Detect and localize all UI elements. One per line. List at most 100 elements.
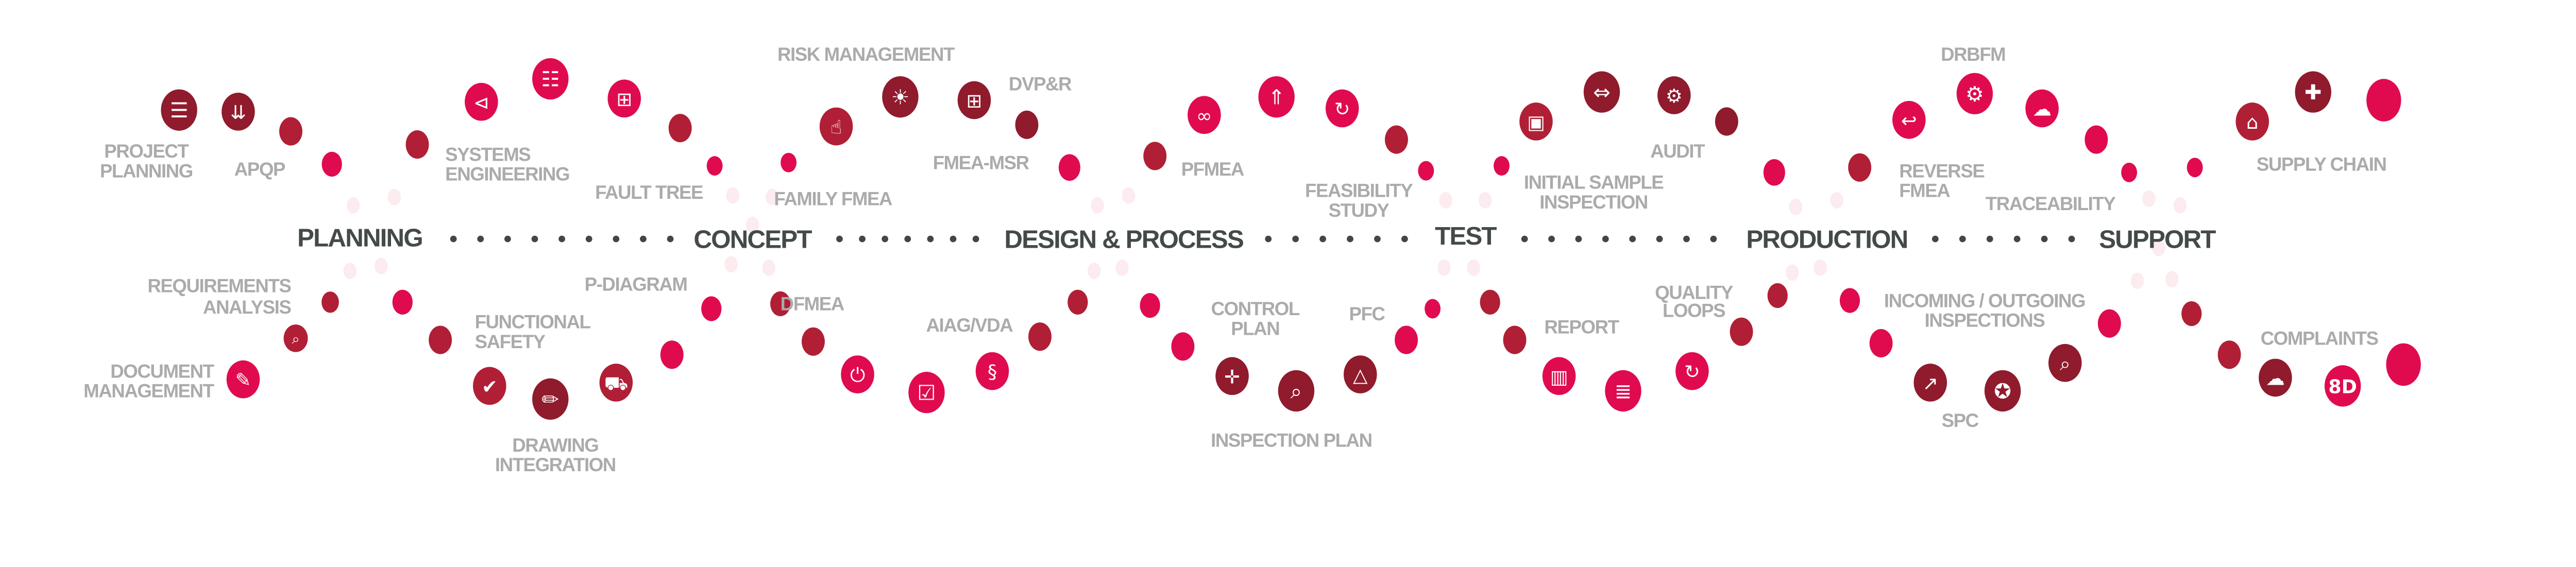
phase-production[interactable]: PRODUCTION [1746,225,1908,253]
node-circle[interactable] [1325,89,1359,128]
process-node[interactable]: ⇔ [1583,71,1620,113]
process-node[interactable]: ✏ [532,378,569,420]
process-node[interactable]: ▣ [1519,102,1553,141]
node-circle[interactable] [1913,364,1947,402]
faint-dot [2173,197,2187,214]
process-node[interactable]: ⊲ [465,82,498,121]
process-wave-diagram: ☰⇊⊲☷⊞☝☀⊞∞⇑↻▣⇔⚙↩⚙☁⌂✚⌕✎✔✏⛟⏻☑§✛⌕△▥≣↻↗✪⌕☁8D … [83,44,2421,475]
node-circle[interactable] [2295,71,2331,113]
process-node[interactable]: ☁ [2025,89,2059,128]
process-node[interactable]: ∞ [1188,96,1221,134]
node-circle[interactable] [283,324,308,352]
node-circle[interactable] [599,364,633,402]
faint-dot [1091,197,1104,214]
node-circle[interactable] [1605,370,1641,412]
node-circle[interactable] [1278,370,1315,412]
process-node[interactable]: ☰ [161,89,197,131]
process-node[interactable]: ⇑ [1258,76,1295,118]
process-node[interactable]: ⌂ [2235,102,2269,141]
node-circle[interactable] [2235,102,2269,141]
node-circle[interactable] [1657,76,1691,114]
node-circle[interactable] [161,89,197,131]
node-circle[interactable] [975,352,1009,390]
node-circle[interactable] [465,82,498,121]
node-circle[interactable] [908,371,945,414]
process-node[interactable]: ▥ [1542,357,1576,396]
process-node[interactable]: ≣ [1605,370,1641,412]
process-node[interactable]: ☀ [882,76,919,118]
process-node[interactable]: ☝ [819,107,853,146]
process-node[interactable]: ↻ [1675,352,1709,390]
process-node[interactable]: ✚ [2295,71,2331,113]
process-node[interactable]: ✔ [473,367,506,405]
node-circle[interactable] [2324,365,2361,407]
process-node[interactable]: ⊞ [607,79,641,118]
phase-design-process[interactable]: DESIGN & PROCESS [1004,225,1244,253]
node-circle[interactable] [222,93,255,131]
process-node[interactable]: ⇊ [222,93,255,131]
phase-connector-dot [2041,235,2048,243]
phase-connector-dot [1986,235,1993,243]
node-circle[interactable] [607,79,641,118]
process-node[interactable]: § [975,352,1009,390]
node-circle[interactable] [226,360,260,399]
phase-planning[interactable]: PLANNING [297,224,423,252]
node-circle[interactable] [1892,100,1926,139]
process-node[interactable]: ⏻ [841,355,874,393]
node-circle[interactable] [1519,102,1553,141]
node-circle[interactable] [841,355,874,393]
process-node[interactable]: ↩ [1892,100,1926,139]
node-circle[interactable] [1344,355,1377,393]
process-node[interactable]: ✪ [1984,370,2021,412]
process-node[interactable]: 8D [2324,365,2361,407]
process-node[interactable]: ⛟ [599,364,633,402]
process-node[interactable]: ☷ [532,58,569,100]
node-circle[interactable] [1583,71,1620,113]
node-circle[interactable] [532,378,569,420]
process-node[interactable]: ↻ [1325,89,1359,128]
process-node[interactable]: ⚙ [1657,76,1691,114]
label-supply-chain: SUPPLY CHAIN [2257,154,2386,175]
process-node[interactable]: ⊞ [957,81,991,119]
node-circle[interactable] [882,76,919,118]
label-report: REPORT [1544,316,1619,337]
node-circle[interactable] [1675,352,1709,390]
process-node[interactable]: ✛ [1215,357,1249,396]
phase-concept[interactable]: CONCEPT [693,225,813,253]
faint-dots [343,187,2187,289]
node-circle[interactable] [2048,343,2082,382]
share-icon: ⊲ [473,92,489,114]
process-node[interactable]: △ [1344,355,1377,393]
phase-connector-dot [1265,235,1272,243]
magnifier-icon: ⌕ [1291,380,1302,404]
node-circle[interactable] [2025,89,2059,128]
label-drbfm: DRBFM [1941,44,2005,65]
node-circle[interactable] [1258,76,1295,118]
label-requirements-analysis-2: ANALYSIS [203,297,291,318]
process-node[interactable]: ↗ [1913,364,1947,402]
node-circle[interactable] [819,107,853,146]
node-circle[interactable] [1215,357,1249,396]
node-circle[interactable] [957,81,991,119]
process-node[interactable]: ⌕ [1278,370,1315,412]
node-circle[interactable] [473,367,506,405]
node-circle[interactable] [1188,96,1221,134]
process-node[interactable]: ☁ [2259,358,2292,397]
node-circle[interactable] [2259,358,2292,397]
wave-dot [1143,142,1167,170]
phase-connector-dot [1374,235,1381,243]
process-node[interactable]: ☑ [908,371,945,414]
process-node[interactable]: ⌕ [2048,343,2082,382]
process-node[interactable]: ⚙ [1956,73,1993,114]
label-fmea-msr: FMEA-MSR [933,152,1029,173]
node-circle[interactable] [1984,370,2021,412]
label-audit: AUDIT [1650,141,1705,162]
node-circle[interactable] [1542,357,1576,396]
node-circle[interactable] [1956,73,1993,114]
process-node[interactable]: ⌕ [283,324,308,352]
phase-test[interactable]: TEST [1435,222,1498,250]
node-circle[interactable] [532,58,569,100]
process-node[interactable]: ✎ [226,360,260,399]
wave-dot [2386,343,2421,386]
phase-support[interactable]: SUPPORT [2099,225,2217,253]
